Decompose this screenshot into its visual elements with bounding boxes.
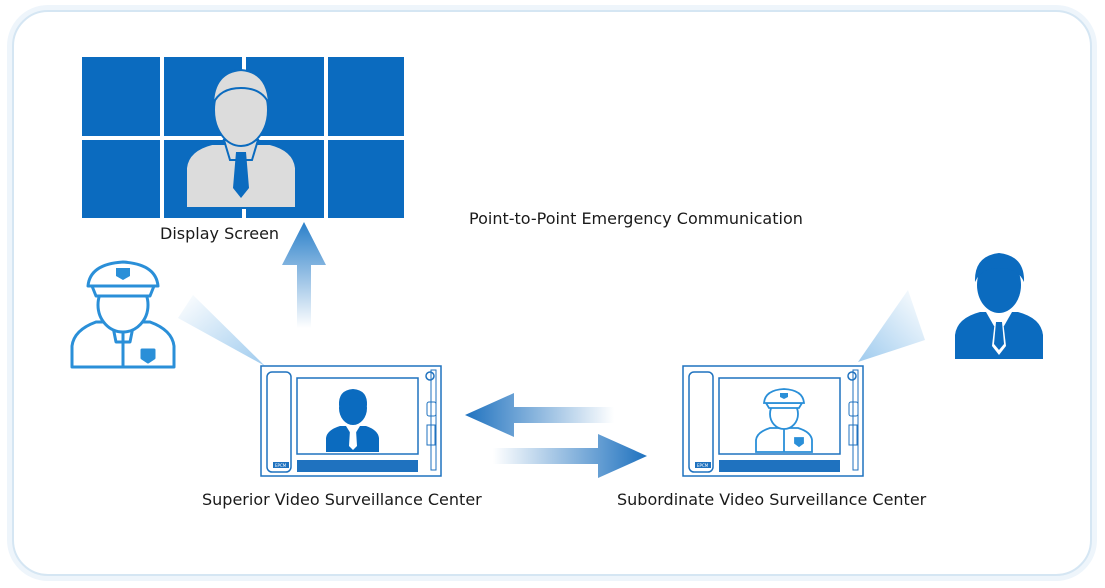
left-signal-beam bbox=[178, 295, 265, 366]
police-officer-icon bbox=[70, 260, 176, 369]
emergency-communication-label: Point-to-Point Emergency Communication bbox=[469, 209, 803, 228]
superior-device-brand: EPCM bbox=[275, 463, 287, 468]
person-on-screen-icon bbox=[185, 68, 297, 209]
businessman-icon bbox=[955, 253, 1043, 359]
subordinate-device-brand: EPCM bbox=[697, 463, 709, 468]
superior-screen-person-icon bbox=[326, 389, 379, 452]
up-arrow-icon bbox=[282, 222, 326, 328]
left-arrow-icon bbox=[465, 393, 614, 437]
display-screen-label: Display Screen bbox=[160, 224, 280, 243]
right-signal-beam bbox=[858, 290, 925, 362]
superior-center-label: Superior Video Surveillance Center bbox=[202, 490, 482, 509]
right-arrow-icon bbox=[493, 434, 647, 478]
subordinate-screen-officer-icon bbox=[755, 388, 813, 453]
subordinate-center-label: Subordinate Video Surveillance Center bbox=[617, 490, 927, 509]
